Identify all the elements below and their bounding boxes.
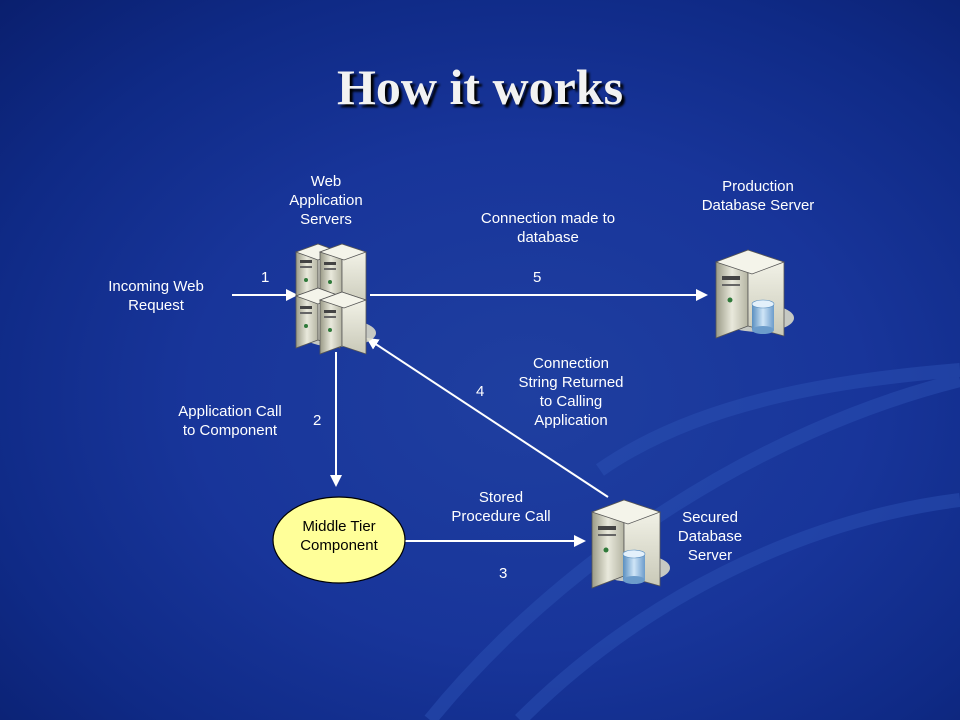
label-web-application-servers: Web Application Servers — [289, 173, 363, 228]
step-3: 3 — [499, 565, 508, 582]
slide-title: How it works — [336, 59, 624, 115]
step-5: 5 — [533, 269, 542, 286]
step-1: 1 — [261, 269, 270, 286]
label-connection-string-returned: Connection String Returned to Calling Ap… — [518, 355, 624, 429]
label-middle-tier-component: Middle Tier Component — [300, 518, 378, 554]
label-secured-database-server: Secured Database Server — [677, 509, 743, 564]
label-application-call: Application Call to Component — [178, 403, 282, 439]
label-connection-made: Connection made to database — [480, 210, 616, 246]
production-database-server-icon — [714, 249, 794, 339]
label-incoming-web-request: Incoming Web Request — [108, 278, 204, 314]
step-2: 2 — [313, 412, 322, 429]
arrow-connection-string-returned — [366, 337, 609, 498]
step-4: 4 — [476, 383, 485, 400]
secured-database-server-icon — [590, 499, 670, 589]
background-swoosh — [424, 363, 960, 720]
middle-tier-component-node — [272, 496, 406, 584]
label-production-database-server: Production Database Server — [701, 178, 815, 214]
web-server-cluster-icon — [294, 243, 376, 355]
label-stored-procedure-call: Stored Procedure Call — [451, 489, 551, 525]
